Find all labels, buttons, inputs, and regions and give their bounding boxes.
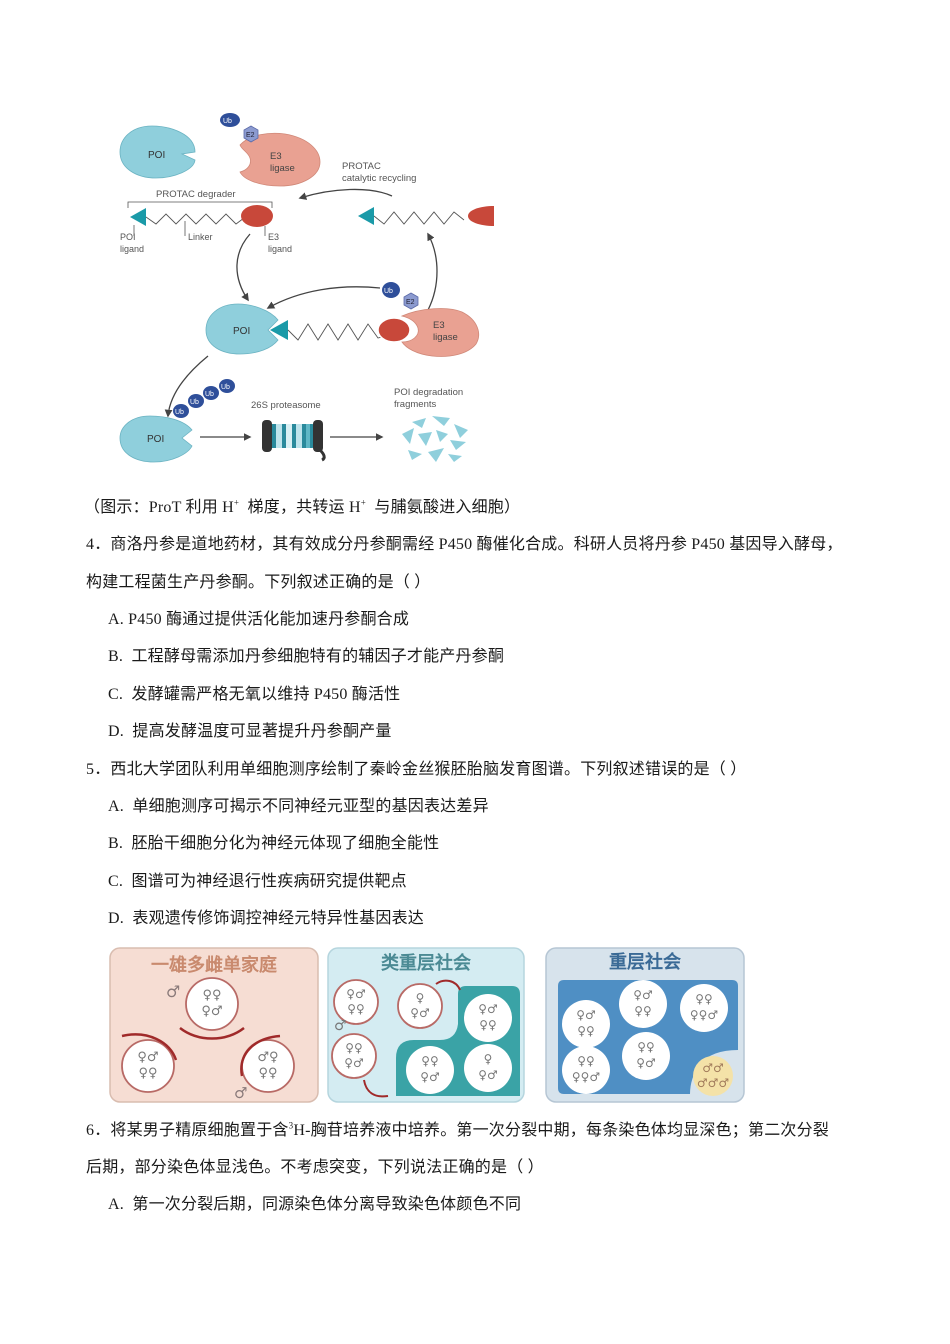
svg-text:♂: ♂	[334, 1018, 347, 1034]
svg-text:♀♀: ♀♀	[479, 1018, 497, 1032]
svg-text:ligand: ligand	[120, 244, 144, 254]
protac-molecule-recycled	[358, 206, 494, 226]
svg-text:♀: ♀	[416, 991, 425, 1005]
svg-text:♂: ♂	[234, 1084, 247, 1102]
poi-ubiquitinated: POI Ub Ub Ub Ub	[119, 379, 235, 463]
option-d[interactable]: D. 表观遗传修饰调控神经元特异性基因表达	[108, 910, 424, 927]
svg-text:♀♀: ♀♀	[695, 992, 713, 1006]
svg-text:♀♀: ♀♀	[202, 988, 221, 1003]
option-c[interactable]: C. 图谱可为神经退行性疾病研究提供靶点	[108, 873, 407, 890]
option-b[interactable]: B. 工程酵母需添加丹参细胞特有的辅因子才能产丹参酮	[108, 648, 505, 665]
svg-text:♂: ♂	[166, 982, 180, 1001]
svg-text:♀♂: ♀♂	[420, 1070, 440, 1084]
svg-text:E2: E2	[406, 299, 415, 306]
svg-text:♀: ♀	[484, 1052, 493, 1066]
svg-text:POI: POI	[148, 150, 165, 161]
svg-text:E3: E3	[433, 320, 445, 331]
svg-text:♀♀: ♀♀	[347, 1002, 365, 1016]
option-a[interactable]: A. P450 酶通过提供活化能加速丹参酮合成	[108, 611, 410, 628]
proteasome: 26S proteasome	[251, 400, 326, 462]
poi-protein-top: POI	[119, 125, 196, 179]
question-stem-cont: 构建工程菌生产丹参酮。下列叙述正确的是（ ）	[86, 574, 431, 591]
svg-text:ligase: ligase	[270, 163, 295, 174]
question-number: 4．	[86, 536, 111, 553]
svg-text:Ub: Ub	[223, 118, 232, 125]
svg-text:♀♂: ♀♂	[137, 1050, 158, 1065]
svg-text:♀♂: ♀♂	[410, 1006, 430, 1020]
svg-text:PROTAC: PROTAC	[342, 161, 381, 172]
svg-text:类重层社会: 类重层社会	[381, 952, 471, 974]
svg-text:POI: POI	[147, 434, 164, 445]
figure-caption: （图示：ProT 利用 H+ 梯度，共转运 H+ 与脯氨酸进入细胞）	[84, 497, 521, 516]
svg-text:ligand: ligand	[268, 244, 292, 254]
option-a[interactable]: A. 单细胞测序可揭示不同神经元亚型的基因表达差异	[108, 798, 489, 815]
svg-text:fragments: fragments	[394, 399, 436, 410]
svg-text:ligase: ligase	[433, 332, 458, 343]
svg-text:♂♂♂: ♂♂♂	[697, 1076, 729, 1090]
svg-text:PROTAC degrader: PROTAC degrader	[156, 189, 236, 200]
svg-text:♀♀: ♀♀	[258, 1066, 277, 1081]
protac-diagram: POI E3 ligase E2 Ub PROTAC catalytic rec…	[110, 112, 510, 472]
question-stem-cont: 后期，部分染色体显浅色。不考虑突变，下列说法正确的是（ ）	[86, 1159, 544, 1176]
svg-text:♀♂: ♀♂	[344, 1056, 364, 1070]
svg-text:♀♀♂: ♀♀♂	[572, 1070, 600, 1084]
svg-text:♀♀: ♀♀	[138, 1066, 157, 1081]
svg-text:♀♀: ♀♀	[421, 1054, 439, 1068]
panel-quasi-multilevel-society: 类重层社会 ♀♂ ♀♀ ♀ ♀♂ ♀♂ ♀♀ ♂ ♀♀ ♀♂ ♀♀ ♀♂ ♀ ♀…	[327, 947, 525, 1103]
svg-text:E3: E3	[268, 232, 279, 242]
svg-text:Ub: Ub	[384, 288, 393, 295]
svg-text:26S proteasome: 26S proteasome	[251, 400, 321, 411]
svg-text:Ub: Ub	[190, 399, 199, 406]
question-stem: 西北大学团队利用单细胞测序绘制了秦岭金丝猴胚胎脑发育图谱。下列叙述错误的是（ ）	[110, 761, 747, 778]
question-number: 6．	[86, 1122, 111, 1139]
society-structure-figure: 一雄多雌单家庭 ♂ ♀♀ ♀♂ ♀♂ ♀♀ ♂♀ ♀♀ ♂ 类重层社会 ♀♂ ♀…	[108, 946, 748, 1106]
e2-ub-top: E2 Ub	[220, 113, 259, 143]
svg-text:♀♂: ♀♂	[201, 1004, 222, 1019]
svg-text:Ub: Ub	[205, 391, 214, 398]
svg-text:♀♂: ♀♂	[346, 987, 366, 1001]
option-b[interactable]: B. 胚胎干细胞分化为神经元体现了细胞全能性	[108, 835, 440, 852]
svg-text:♀♂: ♀♂	[636, 1056, 656, 1070]
svg-text:♀♀: ♀♀	[577, 1024, 595, 1038]
svg-text:♀♀: ♀♀	[634, 1004, 652, 1018]
svg-text:♀♂: ♀♂	[478, 1002, 498, 1016]
svg-text:♀♀♂: ♀♀♂	[690, 1008, 718, 1022]
svg-text:一雄多雌单家庭: 一雄多雌单家庭	[151, 954, 277, 976]
protac-molecule	[130, 205, 273, 227]
svg-text:重层社会: 重层社会	[609, 951, 681, 973]
svg-text:♀♀: ♀♀	[637, 1040, 655, 1054]
svg-text:E2: E2	[246, 132, 255, 139]
svg-text:Ub: Ub	[221, 384, 230, 391]
question-number: 5．	[86, 761, 111, 778]
svg-text:Ub: Ub	[175, 409, 184, 416]
svg-text:♀♂: ♀♂	[576, 1008, 596, 1022]
option-a[interactable]: A. 第一次分裂后期，同源染色体分离导致染色体颜色不同	[108, 1196, 522, 1213]
svg-text:POI: POI	[120, 232, 136, 242]
question-stem: 商洛丹参是道地药材，其有效成分丹参酮需经 P450 酶催化合成。科研人员将丹参 …	[110, 536, 843, 553]
svg-text:E3: E3	[270, 151, 282, 162]
svg-text:POI: POI	[233, 326, 250, 337]
panel-multilevel-society: 重层社会 ♀♂ ♀♀ ♀♂ ♀♀ ♀♀ ♀♀♂ ♀♀ ♀♀♂ ♀♀ ♀♂ ♂♂ …	[545, 947, 745, 1103]
option-c[interactable]: C. 发酵罐需严格无氧以维持 P450 酶活性	[108, 686, 401, 703]
e3-ligase-top: E3 ligase	[239, 132, 321, 187]
svg-text:♂♂: ♂♂	[702, 1061, 724, 1075]
svg-text:POI degradation: POI degradation	[394, 387, 463, 398]
svg-text:♀♂: ♀♂	[478, 1068, 498, 1082]
svg-text:♀♂: ♀♂	[633, 988, 653, 1002]
panel-single-family: 一雄多雌单家庭 ♂ ♀♀ ♀♂ ♀♂ ♀♀ ♂♀ ♀♀ ♂	[109, 947, 319, 1103]
poi-fragments: POI degradation fragments	[394, 387, 468, 462]
ternary-complex: POI E3 ligase E2 Ub	[205, 282, 479, 357]
svg-text:catalytic recycling: catalytic recycling	[342, 173, 416, 184]
svg-text:♀♀: ♀♀	[577, 1054, 595, 1068]
svg-text:Linker: Linker	[188, 232, 213, 242]
svg-text:♀♀: ♀♀	[345, 1041, 363, 1055]
svg-text:♂♀: ♂♀	[257, 1050, 278, 1065]
option-d[interactable]: D. 提高发酵温度可显著提升丹参酮产量	[108, 723, 392, 740]
